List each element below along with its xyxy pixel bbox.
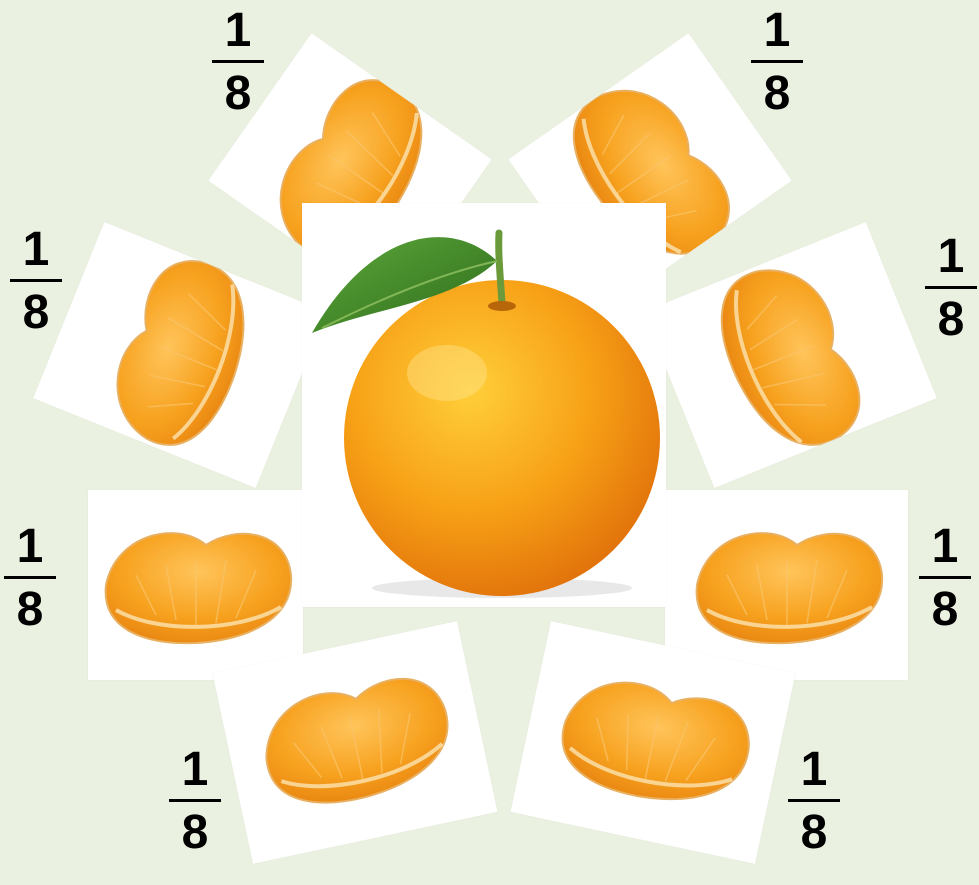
- fraction-label-top-left: 1 8: [208, 6, 268, 119]
- fraction-label-right-upper: 1 8: [921, 232, 979, 345]
- segment-card-right-lower: [665, 490, 908, 680]
- fraction-denominator: 8: [182, 808, 209, 858]
- fraction-numerator: 1: [23, 225, 50, 275]
- whole-orange-icon: [302, 203, 666, 607]
- fraction-numerator: 1: [764, 6, 791, 56]
- orange-segment-icon: [33, 222, 327, 488]
- fraction-numerator: 1: [938, 232, 965, 282]
- fraction-denominator: 8: [938, 295, 965, 345]
- fraction-label-left-lower: 1 8: [0, 522, 60, 635]
- segment-card-right-upper: [643, 222, 937, 488]
- fraction-denominator: 8: [225, 69, 252, 119]
- fraction-bar: [169, 799, 221, 802]
- fraction-bar: [788, 799, 840, 802]
- fraction-label-bottom-right: 1 8: [784, 745, 844, 858]
- fraction-numerator: 1: [801, 745, 828, 795]
- fraction-label-top-right: 1 8: [747, 6, 807, 119]
- fraction-bar: [212, 60, 264, 63]
- fraction-bar: [751, 60, 803, 63]
- fraction-label-left-upper: 1 8: [6, 225, 66, 338]
- segment-card-left-upper: [33, 222, 327, 488]
- fraction-denominator: 8: [801, 808, 828, 858]
- fraction-numerator: 1: [17, 522, 44, 572]
- fraction-bar: [4, 576, 56, 579]
- fraction-denominator: 8: [932, 585, 959, 635]
- fraction-numerator: 1: [932, 522, 959, 572]
- fraction-label-bottom-left: 1 8: [165, 745, 225, 858]
- fraction-denominator: 8: [764, 69, 791, 119]
- fraction-label-right-lower: 1 8: [915, 522, 975, 635]
- orange-segment-icon: [665, 490, 908, 680]
- orange-segment-icon: [88, 490, 303, 680]
- segment-card-left-lower: [88, 490, 303, 680]
- fraction-denominator: 8: [23, 288, 50, 338]
- fraction-bar: [10, 279, 62, 282]
- fraction-bar: [919, 576, 971, 579]
- fraction-numerator: 1: [182, 745, 209, 795]
- whole-orange-card: [302, 203, 666, 607]
- fraction-denominator: 8: [17, 585, 44, 635]
- orange-segment-icon: [643, 222, 937, 488]
- fraction-numerator: 1: [225, 6, 252, 56]
- fraction-bar: [925, 286, 977, 289]
